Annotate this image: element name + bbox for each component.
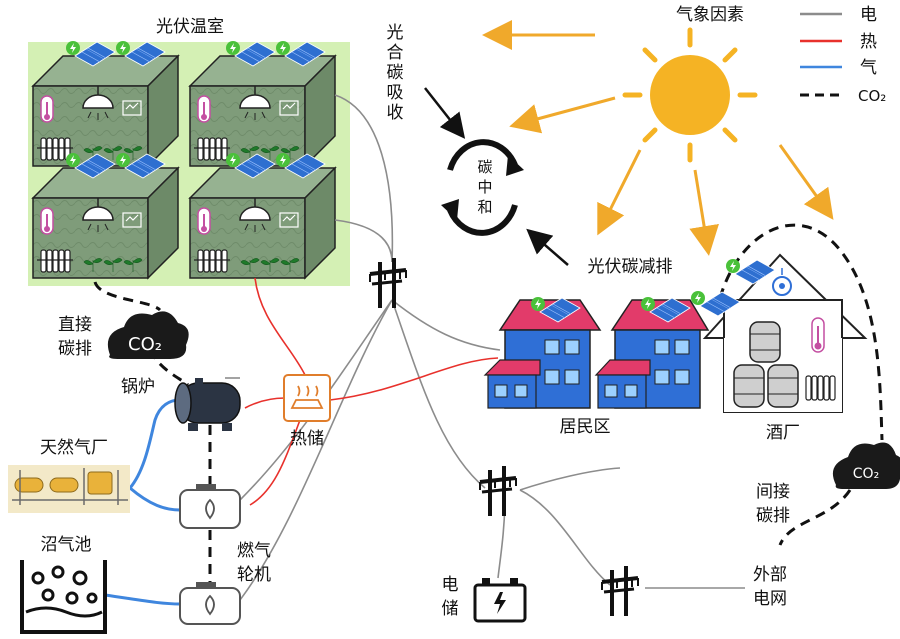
legend-label-heat: 热 xyxy=(860,32,877,52)
photosynthesis-arrow xyxy=(424,87,466,139)
natural-gas-plant-icon xyxy=(8,465,130,513)
battery-storage-label: 电 储 xyxy=(442,575,459,619)
biogas-digester-label: 沼气池 xyxy=(41,535,92,555)
pv-reduction-arrow xyxy=(526,228,569,266)
gas-lines xyxy=(104,398,181,606)
residential-label: 居民区 xyxy=(560,417,611,437)
natural-gas-plant-label: 天然气厂 xyxy=(40,438,108,458)
greenhouse-2 xyxy=(189,55,336,167)
greenhouse-1 xyxy=(32,55,179,167)
svg-text:电: 电 xyxy=(442,575,459,595)
heat-storage-icon xyxy=(283,374,331,422)
pylon-icon-grid xyxy=(600,564,640,618)
greenhouse-title: 光伏温室 xyxy=(156,17,224,37)
boiler-label: 锅炉 xyxy=(121,377,155,397)
pylon-icon-main xyxy=(368,256,408,310)
svg-text:CO₂: CO₂ xyxy=(853,466,879,482)
svg-text:合: 合 xyxy=(387,43,404,63)
indirect-emission-label: 间接 碳排 xyxy=(756,482,790,526)
svg-text:中: 中 xyxy=(477,178,492,196)
greenhouse-4 xyxy=(189,167,336,279)
svg-text:和: 和 xyxy=(477,198,492,216)
svg-text:间接: 间接 xyxy=(756,482,790,502)
sun-icon xyxy=(622,27,758,163)
svg-text:碳: 碳 xyxy=(387,63,404,83)
residential-house-2 xyxy=(594,296,710,409)
battery-icon xyxy=(473,578,527,623)
external-grid-label: 外部 电网 xyxy=(753,565,787,609)
svg-text:收: 收 xyxy=(387,103,404,123)
pylon-icon-middle xyxy=(478,464,518,518)
photosynthesis-label: 光 合 碳 吸 收 xyxy=(387,23,404,123)
svg-text:吸: 吸 xyxy=(387,83,404,103)
svg-text:碳: 碳 xyxy=(477,158,492,176)
svg-text:轮机: 轮机 xyxy=(237,565,271,585)
heat-lines xyxy=(244,277,499,506)
svg-text:外部: 外部 xyxy=(753,565,787,585)
brewery-label: 酒厂 xyxy=(766,423,800,443)
gas-turbine-label: 燃气 轮机 xyxy=(237,541,271,585)
heat-storage-label: 热储 xyxy=(290,429,324,449)
legend-label-co2: CO₂ xyxy=(858,87,886,105)
residential-house-1 xyxy=(483,296,602,409)
legend-label-electric: 电 xyxy=(860,5,877,25)
boiler-icon xyxy=(174,378,241,431)
svg-text:CO₂: CO₂ xyxy=(128,334,162,355)
legend: 电 热 气 CO₂ xyxy=(800,5,886,105)
svg-text:储: 储 xyxy=(442,599,459,619)
svg-text:光: 光 xyxy=(387,23,404,43)
carbon-neutral-cycle-icon xyxy=(441,139,524,236)
svg-text:电网: 电网 xyxy=(753,589,787,609)
sun-ray-arrows xyxy=(482,20,834,256)
gas-turbine-icon-1 xyxy=(179,484,241,529)
co2-cloud-right-icon: CO₂ xyxy=(833,442,900,489)
gas-turbine-icon-2 xyxy=(179,582,241,625)
greenhouse-3 xyxy=(32,167,179,279)
svg-text:碳排: 碳排 xyxy=(58,339,92,359)
brewery-building xyxy=(690,253,868,413)
svg-text:燃气: 燃气 xyxy=(237,541,271,561)
carbon-neutral-label: 碳 中 和 xyxy=(477,158,492,216)
svg-text:碳排: 碳排 xyxy=(756,506,790,526)
direct-emission-label: 直接 碳排 xyxy=(58,315,92,359)
pv-carbon-reduction-label: 光伏碳减排 xyxy=(588,257,673,277)
co2-cloud-left-icon: CO₂ xyxy=(107,311,189,359)
svg-text:直接: 直接 xyxy=(58,315,92,335)
greenhouse-area: 光伏温室 xyxy=(28,17,350,286)
biogas-digester-icon xyxy=(20,560,107,634)
weather-factors-label: 气象因素 xyxy=(676,5,744,25)
legend-label-gas: 气 xyxy=(860,58,877,78)
